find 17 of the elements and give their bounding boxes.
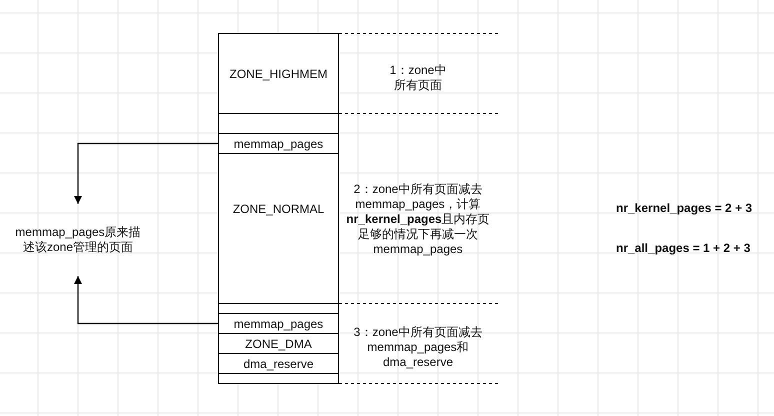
note-text: 1：zone中所有页面 (388, 63, 448, 93)
note-text: 2：zone中所有页面减去memmap_pages，计算nr_kernel_pages且内存页足够的情况下再减一次memmap_pages (345, 182, 491, 257)
formula-text: nr_all_pages = 1 + 2 + 3 (616, 241, 750, 256)
note-text: 3：zone中所有页面减去memmap_pages和dma_reserve (352, 325, 484, 370)
memory-region-box: ZONE_HIGHMEM (218, 33, 339, 114)
memory-region-box (218, 303, 339, 314)
memory-region-box: memmap_pages (218, 313, 339, 334)
memory-region-box: ZONE_DMA (218, 333, 339, 354)
formula-text: nr_kernel_pages = 2 + 3 (616, 201, 752, 216)
description-text: memmap_pages原来描述该zone管理的页面 (5, 204, 151, 276)
arrow (74, 276, 218, 324)
memory-region-box (218, 373, 339, 384)
memory-region-box: dma_reserve (218, 353, 339, 374)
memory-region-box: ZONE_NORMAL (218, 153, 339, 304)
memory-region-box: memmap_pages (218, 133, 339, 154)
arrow (74, 142, 218, 204)
memory-region-box (218, 113, 339, 134)
